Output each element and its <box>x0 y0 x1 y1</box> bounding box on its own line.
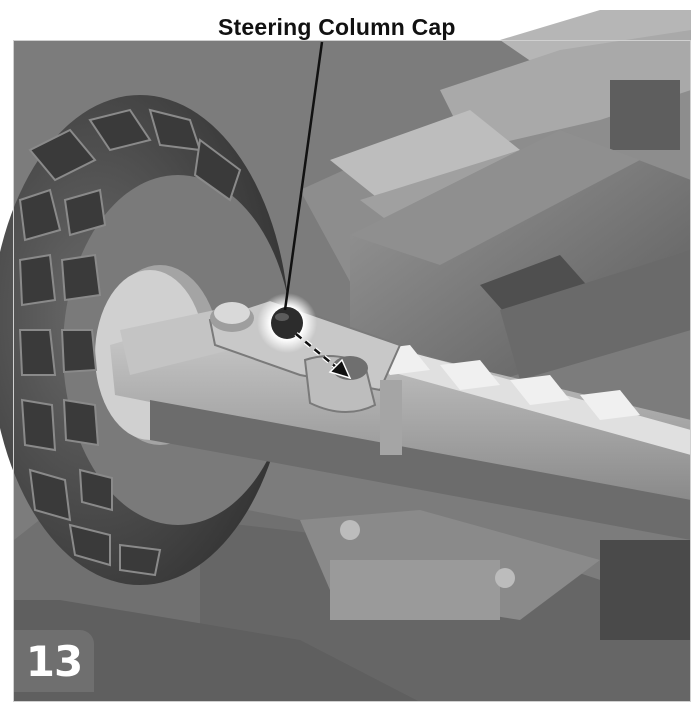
step-number-badge: 13 <box>14 630 94 692</box>
step-number: 13 <box>25 636 83 686</box>
install-arrow <box>294 332 352 380</box>
steering-column-cap-label: Steering Column Cap <box>218 14 456 40</box>
callout-leader-line <box>283 41 324 311</box>
battery-compartment <box>350 130 691 380</box>
steering-column-cap <box>257 293 317 353</box>
